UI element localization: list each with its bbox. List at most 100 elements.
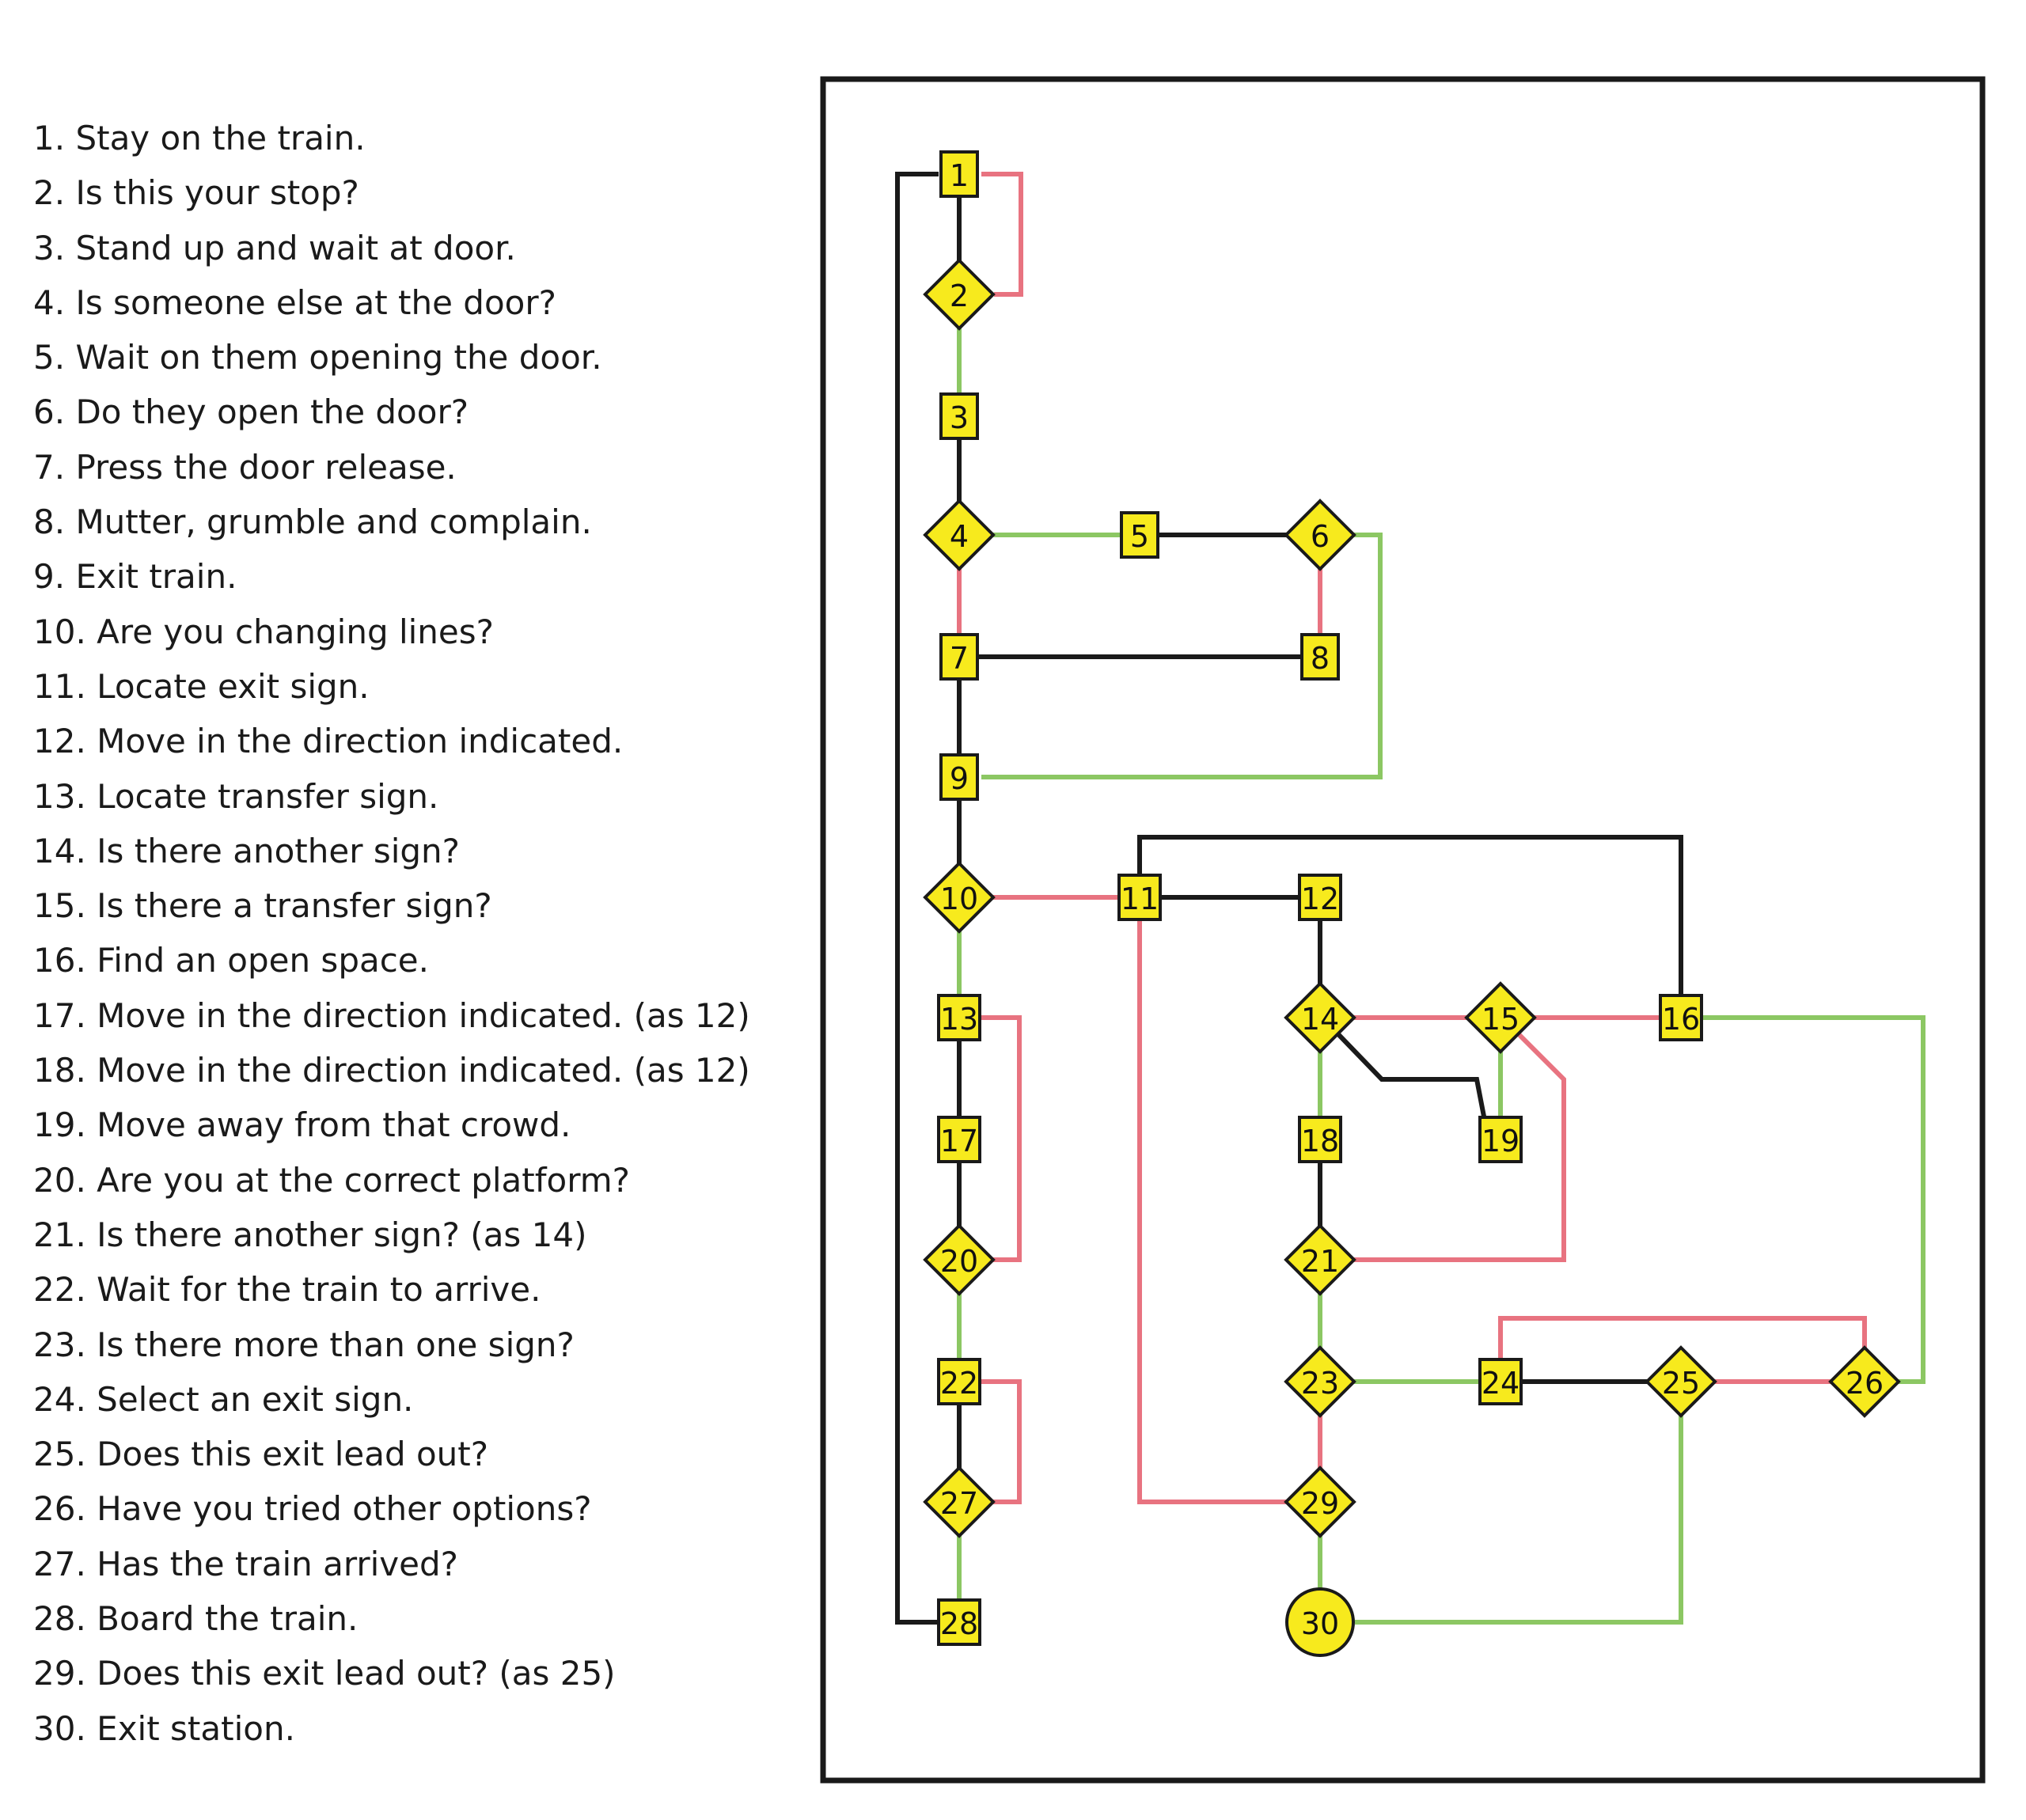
node-shape — [1284, 1465, 1356, 1538]
legend-number: 7 — [33, 447, 55, 487]
node-12-box: 12 — [1298, 874, 1342, 921]
node-label: 6 — [1311, 519, 1330, 554]
node-label: 1 — [950, 158, 969, 193]
node-shape — [939, 392, 979, 440]
node-label: 8 — [1311, 641, 1330, 676]
legend-text: Move away from that crowd. — [97, 1105, 571, 1145]
legend-item-16: 16. Find an open space. — [33, 941, 429, 980]
legend-text: Press the door release. — [75, 447, 457, 487]
legend-number: 6 — [33, 392, 55, 432]
edge-14-to-19-neutral — [1335, 1031, 1487, 1121]
node-30-circle: 30 — [1285, 1587, 1355, 1657]
legend-number: 27 — [33, 1544, 76, 1583]
legend-item-19: 19. Move away from that crowd. — [33, 1105, 571, 1145]
node-8-box: 8 — [1300, 633, 1340, 681]
legend-number: 2 — [33, 173, 55, 213]
edge-25-to-30-yes — [1355, 1415, 1683, 1625]
node-label: 24 — [1482, 1366, 1520, 1401]
legend-number: 30 — [33, 1708, 76, 1748]
legend-text: Wait on them opening the door. — [75, 338, 602, 377]
node-2-diamond: 2 — [923, 258, 996, 331]
legend-text: Has the train arrived? — [97, 1544, 458, 1583]
node-label: 12 — [1301, 882, 1339, 916]
legend-text: Is there more than one sign? — [97, 1325, 575, 1364]
legend-item-26: 26. Have you tried other options? — [33, 1489, 592, 1529]
legend-number: 5 — [33, 338, 55, 377]
node-shape — [939, 633, 979, 681]
node-4-diamond: 4 — [923, 499, 996, 571]
edge-13-to-20-no — [980, 1015, 1022, 1262]
node-label: 4 — [950, 519, 969, 554]
legend-item-7: 7. Press the door release. — [33, 447, 457, 487]
node-25-diamond: 25 — [1645, 1345, 1717, 1418]
legend-number: 29 — [33, 1654, 76, 1693]
node-6-diamond: 6 — [1284, 499, 1356, 571]
node-24-box: 24 — [1478, 1358, 1523, 1405]
node-26-diamond: 26 — [1828, 1345, 1901, 1418]
node-shape — [1284, 1223, 1356, 1296]
node-label: 11 — [1121, 882, 1159, 916]
legend-text: Locate transfer sign. — [97, 776, 439, 816]
legend-item-25: 25. Does this exit lead out? — [33, 1435, 489, 1474]
node-28-box: 28 — [937, 1598, 981, 1646]
legend-item-2: 2. Is this your stop? — [33, 173, 359, 213]
legend-item-27: 27. Has the train arrived? — [33, 1544, 458, 1583]
node-label: 5 — [1130, 519, 1149, 554]
legend-item-4: 4. Is someone else at the door? — [33, 282, 556, 322]
node-label: 26 — [1846, 1366, 1884, 1401]
legend-text: Exit train. — [75, 557, 237, 597]
node-label: 2 — [950, 279, 969, 313]
edge-11-to-29-no — [1137, 919, 1287, 1504]
node-14-diamond: 14 — [1284, 981, 1356, 1054]
legend-item-24: 24. Select an exit sign. — [33, 1379, 414, 1419]
node-label: 25 — [1662, 1366, 1700, 1401]
node-9-box: 9 — [939, 753, 979, 801]
legend-item-22: 22. Wait for the train to arrive. — [33, 1270, 541, 1310]
legend-item-28: 28. Board the train. — [33, 1599, 359, 1639]
legend-item-9: 9. Exit train. — [33, 557, 237, 597]
legend-item-10: 10. Are you changing lines? — [33, 612, 494, 651]
flowchart-frame — [820, 76, 1986, 1784]
legend-number: 24 — [33, 1379, 76, 1419]
node-3-box: 3 — [939, 392, 979, 440]
edge-22-to-27-no — [980, 1379, 1022, 1504]
legend-number: 10 — [33, 612, 76, 651]
node-shape — [923, 861, 996, 934]
legend-text: Move in the direction indicated. (as 12) — [97, 995, 750, 1035]
legend-item-11: 11. Locate exit sign. — [33, 666, 370, 706]
node-label: 7 — [950, 641, 969, 676]
legend-number: 18 — [33, 1051, 76, 1090]
legend-number: 17 — [33, 995, 76, 1035]
node-29-diamond: 29 — [1284, 1465, 1356, 1538]
legend-number: 14 — [33, 831, 76, 870]
node-shape — [937, 994, 981, 1041]
legend-text: Find an open space. — [97, 941, 429, 980]
legend-number: 28 — [33, 1599, 76, 1639]
node-label: 14 — [1301, 1002, 1339, 1037]
legend-item-5: 5. Wait on them opening the door. — [33, 338, 602, 377]
node-shape — [937, 1116, 981, 1163]
legend-text: Is there another sign? (as 14) — [97, 1215, 587, 1254]
node-label: 10 — [940, 882, 978, 916]
node-27-diamond: 27 — [923, 1465, 996, 1538]
node-18-box: 18 — [1298, 1116, 1342, 1163]
legend-number: 25 — [33, 1435, 76, 1474]
node-shape — [1300, 633, 1340, 681]
legend-text: Is someone else at the door? — [75, 282, 556, 322]
legend-number: 22 — [33, 1270, 76, 1310]
legend-number: 21 — [33, 1215, 76, 1254]
node-shape — [937, 1358, 981, 1405]
legend-item-18: 18. Move in the direction indicated. (as… — [33, 1051, 750, 1090]
node-label: 13 — [940, 1002, 978, 1037]
legend-number: 26 — [33, 1489, 76, 1529]
edge-6-to-9-yes — [981, 533, 1383, 779]
legend-item-1: 1. Stay on the train. — [33, 119, 366, 157]
node-label: 3 — [950, 400, 969, 435]
edge-26-to-24-no — [1498, 1316, 1867, 1361]
legend-number: 15 — [33, 886, 76, 926]
legend-item-8: 8. Mutter, grumble and complain. — [33, 502, 592, 542]
legend-item-21: 21. Is there another sign? (as 14) — [33, 1215, 587, 1254]
legend-number: 19 — [33, 1105, 76, 1145]
legend-item-17: 17. Move in the direction indicated. (as… — [33, 995, 750, 1035]
